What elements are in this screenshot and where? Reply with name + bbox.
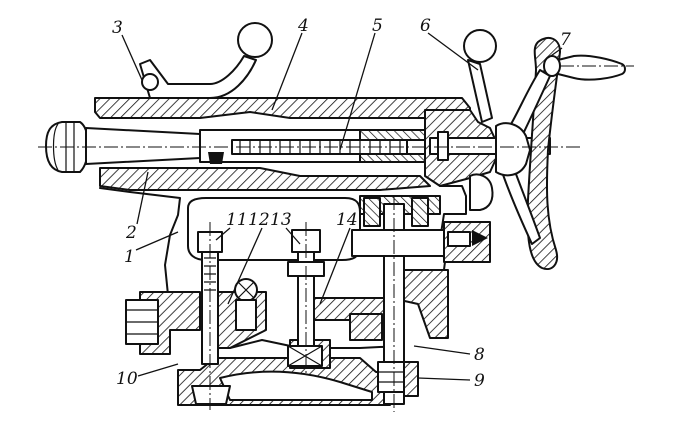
label-6: 6 — [420, 16, 431, 36]
lock-handle — [139, 22, 273, 99]
label-11: 11 — [226, 210, 248, 230]
label-8: 8 — [474, 345, 485, 365]
leader-lines — [121, 32, 563, 381]
label-1: 1 — [124, 247, 135, 267]
label-12: 12 — [248, 210, 270, 230]
label-7: 7 — [560, 30, 571, 50]
adjusting-screw — [351, 197, 491, 405]
handwheel — [495, 36, 626, 270]
label-2: 2 — [125, 223, 137, 243]
label-9: 9 — [474, 371, 485, 391]
label-5: 5 — [372, 16, 383, 36]
label-10: 10 — [116, 369, 138, 389]
clamp-lever — [463, 29, 497, 123]
label-14: 14 — [336, 210, 358, 230]
clamp-screw — [234, 278, 258, 331]
label-13: 13 — [270, 210, 292, 230]
bolt-center — [287, 229, 325, 367]
base — [125, 269, 449, 406]
label-3: 3 — [112, 18, 123, 38]
label-4: 4 — [297, 16, 309, 36]
